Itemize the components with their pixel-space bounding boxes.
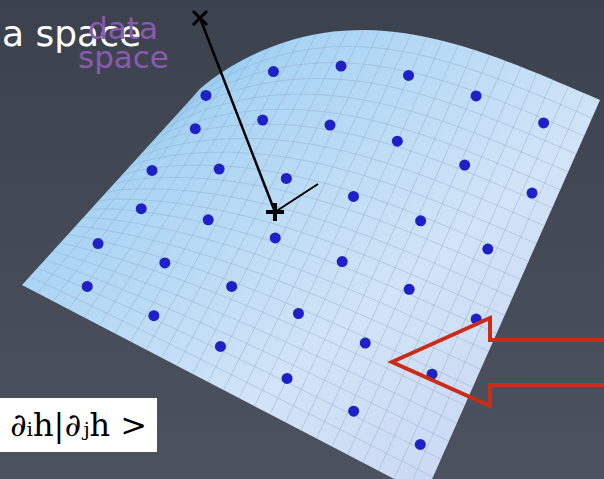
formula-box: ∂ᵢh|∂ⱼh > xyxy=(0,398,157,452)
projection-marker xyxy=(193,11,318,221)
data-points xyxy=(82,61,549,450)
metric-formula: ∂ᵢh|∂ⱼh > xyxy=(10,406,149,444)
space-heading-shadow: data space xyxy=(78,14,168,73)
pointer-arrow xyxy=(392,318,604,406)
